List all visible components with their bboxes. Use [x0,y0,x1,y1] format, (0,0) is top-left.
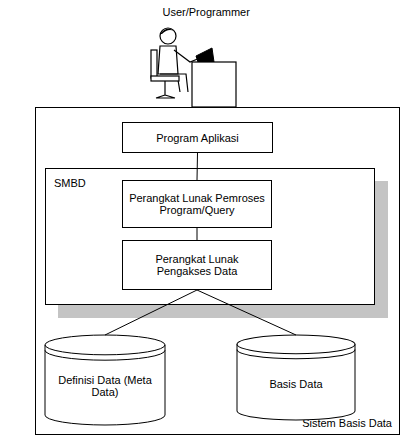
connector-line [105,290,197,335]
process-box: Perangkat Lunak Pemroses Program/Query [122,180,272,228]
node-label: Definisi Data (Meta Data) [53,374,157,398]
node-label: Perangkat Lunak Pemroses Program/Query [129,192,265,216]
process-box: Perangkat Lunak Pengakses Data [122,240,272,290]
node-label: Program Aplikasi [156,132,239,144]
connector-line [197,153,199,180]
database-cylinder: Basis Data [237,335,355,420]
actor-label: User/Programmer [163,6,250,18]
node-label: Perangkat Lunak Pengakses Data [129,253,265,277]
connector-line [197,228,198,240]
connector-line [197,290,296,335]
dbms-frame: SMBD Perangkat Lunak Pemroses Program/Que… [45,168,375,305]
process-box: Program Aplikasi [122,122,273,153]
node-label: SMBD [54,177,86,189]
system-frame: Sistem Basis DataProgram AplikasiSMBDPer… [35,107,400,435]
node-label: Basis Data [269,378,322,390]
database-cylinder: Definisi Data (Meta Data) [45,335,165,425]
